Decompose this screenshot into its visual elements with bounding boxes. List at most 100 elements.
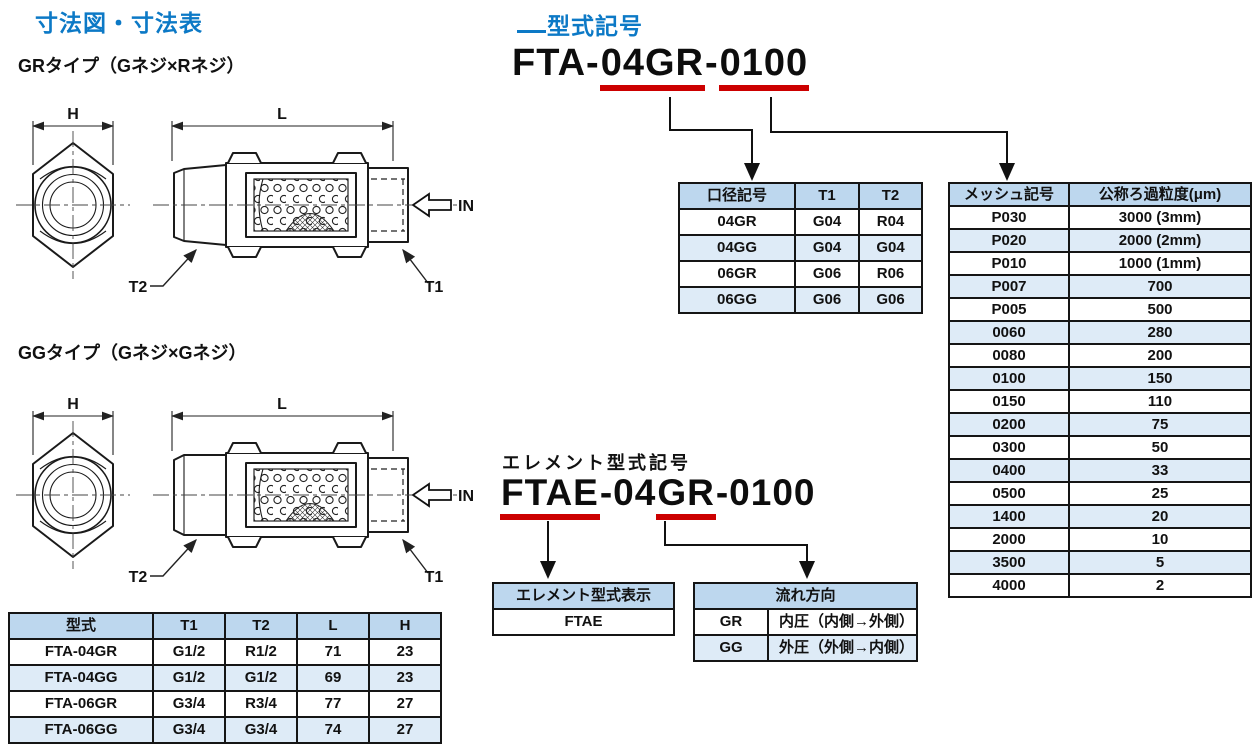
- element-code-bore: -04: [599, 472, 657, 513]
- cell: G06: [794, 260, 860, 288]
- t2-label: T2: [129, 569, 148, 586]
- cell: 77: [296, 690, 370, 718]
- column-header: 公称ろ過粒度(μm): [1068, 182, 1252, 207]
- t1-label: T1: [425, 279, 444, 296]
- cell: 74: [296, 716, 370, 744]
- column-header: T2: [224, 612, 298, 640]
- column-header: 口径記号: [678, 182, 796, 210]
- cell: 1400: [948, 504, 1070, 529]
- cell: 0300: [948, 435, 1070, 460]
- cell: 280: [1068, 320, 1252, 345]
- column-header: メッシュ記号: [948, 182, 1070, 207]
- model-code-mesh: 0100: [718, 42, 810, 91]
- contaminant-mound: [285, 503, 335, 522]
- cell: FTA-06GR: [8, 690, 154, 718]
- cell: G3/4: [152, 716, 226, 744]
- cell: G3/4: [224, 716, 298, 744]
- cell: 3500: [948, 550, 1070, 575]
- cell: FTA-06GG: [8, 716, 154, 744]
- h-dim-label: H: [67, 106, 79, 123]
- table-row: FTAE: [492, 608, 675, 636]
- cell: 04GG: [678, 234, 796, 262]
- cell: 06GR: [678, 260, 796, 288]
- cell: GG: [693, 634, 769, 662]
- cell: R3/4: [224, 690, 298, 718]
- column-header: T2: [858, 182, 923, 210]
- h-dim-label: H: [67, 396, 79, 413]
- cell: 内圧（内側→外側）: [766, 608, 919, 636]
- element-code-mesh: -0100: [715, 472, 816, 513]
- cell: G06: [794, 286, 860, 314]
- column-header: H: [368, 612, 442, 640]
- cell: 2: [1068, 573, 1252, 598]
- contaminant-mound: [285, 213, 335, 232]
- cell: 150: [1068, 366, 1252, 391]
- cell: 700: [1068, 274, 1252, 299]
- cell: 3000 (3mm): [1068, 205, 1252, 230]
- dimension-h: H: [31, 106, 115, 165]
- side-view: IN: [153, 442, 474, 548]
- dimension-l: L: [170, 106, 395, 161]
- model-code-connectors: [669, 97, 1015, 181]
- cell: 外圧（外側→内側）: [766, 634, 919, 662]
- t2-leader: T2: [129, 538, 197, 586]
- header-row: メッシュ記号公称ろ過粒度(μm): [948, 182, 1252, 207]
- cell: 0500: [948, 481, 1070, 506]
- cell: FTA-04GR: [8, 638, 154, 666]
- element-model-code: FTAE-04GR-0100: [500, 472, 816, 520]
- cell: 10: [1068, 527, 1252, 552]
- bore-connector-line: [669, 97, 760, 181]
- cell: 23: [368, 664, 442, 692]
- cell: 0150: [948, 389, 1070, 414]
- cell: G3/4: [152, 690, 226, 718]
- cell: 20: [1068, 504, 1252, 529]
- cell: G06: [858, 286, 923, 314]
- cell: 4000: [948, 573, 1070, 598]
- cell: G1/2: [152, 664, 226, 692]
- in-label: IN: [458, 198, 474, 215]
- hex-front-view: [16, 421, 130, 569]
- element-code-flow: GR: [656, 472, 716, 520]
- cell: 0100: [948, 366, 1070, 391]
- l-dim-label: L: [277, 396, 287, 413]
- element-code-prefix: FTAE: [500, 472, 600, 520]
- cell: G04: [794, 208, 860, 236]
- cell: 500: [1068, 297, 1252, 322]
- page-title-model-code: 型式記号: [547, 13, 643, 39]
- cell: 5: [1068, 550, 1252, 575]
- model-code-prefix: FTA-: [512, 42, 600, 84]
- header-row: 流れ方向: [692, 582, 919, 610]
- cell: G04: [858, 234, 923, 262]
- hex-front-view: [16, 131, 130, 279]
- column-header: 流れ方向: [692, 582, 919, 610]
- cell: 25: [1068, 481, 1252, 506]
- header-row: エレメント型式表示: [492, 582, 675, 610]
- side-view: IN: [153, 152, 474, 258]
- cell: P007: [948, 274, 1070, 299]
